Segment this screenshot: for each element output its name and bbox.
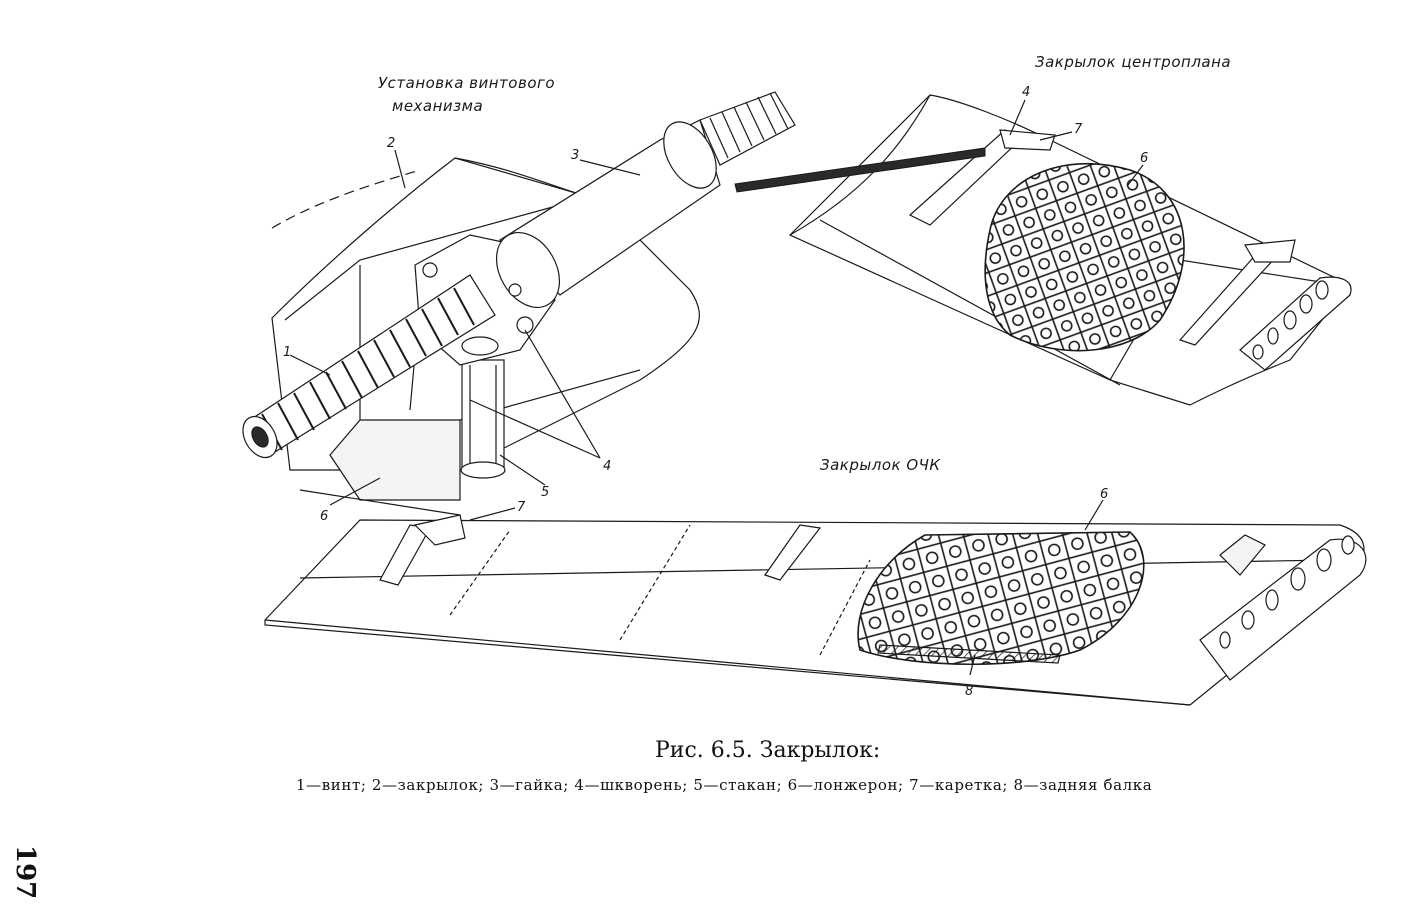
callout-3: 3 [571,148,579,163]
center-section-flap: Закрылок центроплана 4 7 6 [734,53,1352,406]
flap-contour [271,157,700,471]
figure-caption-legend: 1—винт; 2—закрылок; 3—гайка; 4—шкворень;… [296,776,1153,794]
callout-5: 5 [541,485,549,500]
callout-1: 1 [283,345,291,360]
callout-2: 2 [387,136,395,151]
screw-upper-thread [699,91,796,166]
callout-7a: 7 [1074,122,1083,137]
callout-8: 8 [965,684,973,699]
cup-part [461,359,505,471]
callout-6c: 6 [1100,487,1108,502]
center-flap-cutaway [984,162,1185,352]
label-outer-flap: Закрылок ОЧК [820,456,941,474]
outer-wing-flap: Закрылок ОЧК 6 7 8 [264,456,1367,706]
label-center-flap: Закрылок центроплана [1035,53,1231,71]
callout-4b: 4 [1022,85,1030,100]
page-number: 197 [10,845,40,900]
callout-4a: 4 [603,459,611,474]
label-screw-mechanism-2: механизма [392,97,483,115]
screw-mechanism-assembly: Установка винтового механизма 1 2 3 4 5 … [242,74,796,524]
label-screw-mechanism-1: Установка винтового [378,74,555,92]
callout-6a: 6 [320,509,328,524]
screw-main [242,274,496,459]
outer-flap-cutaway [857,531,1145,666]
figure-caption-title: Рис. 6.5. Закрылок: [655,738,881,763]
callout-7b: 7 [517,500,526,515]
callout-6b: 6 [1140,151,1148,166]
